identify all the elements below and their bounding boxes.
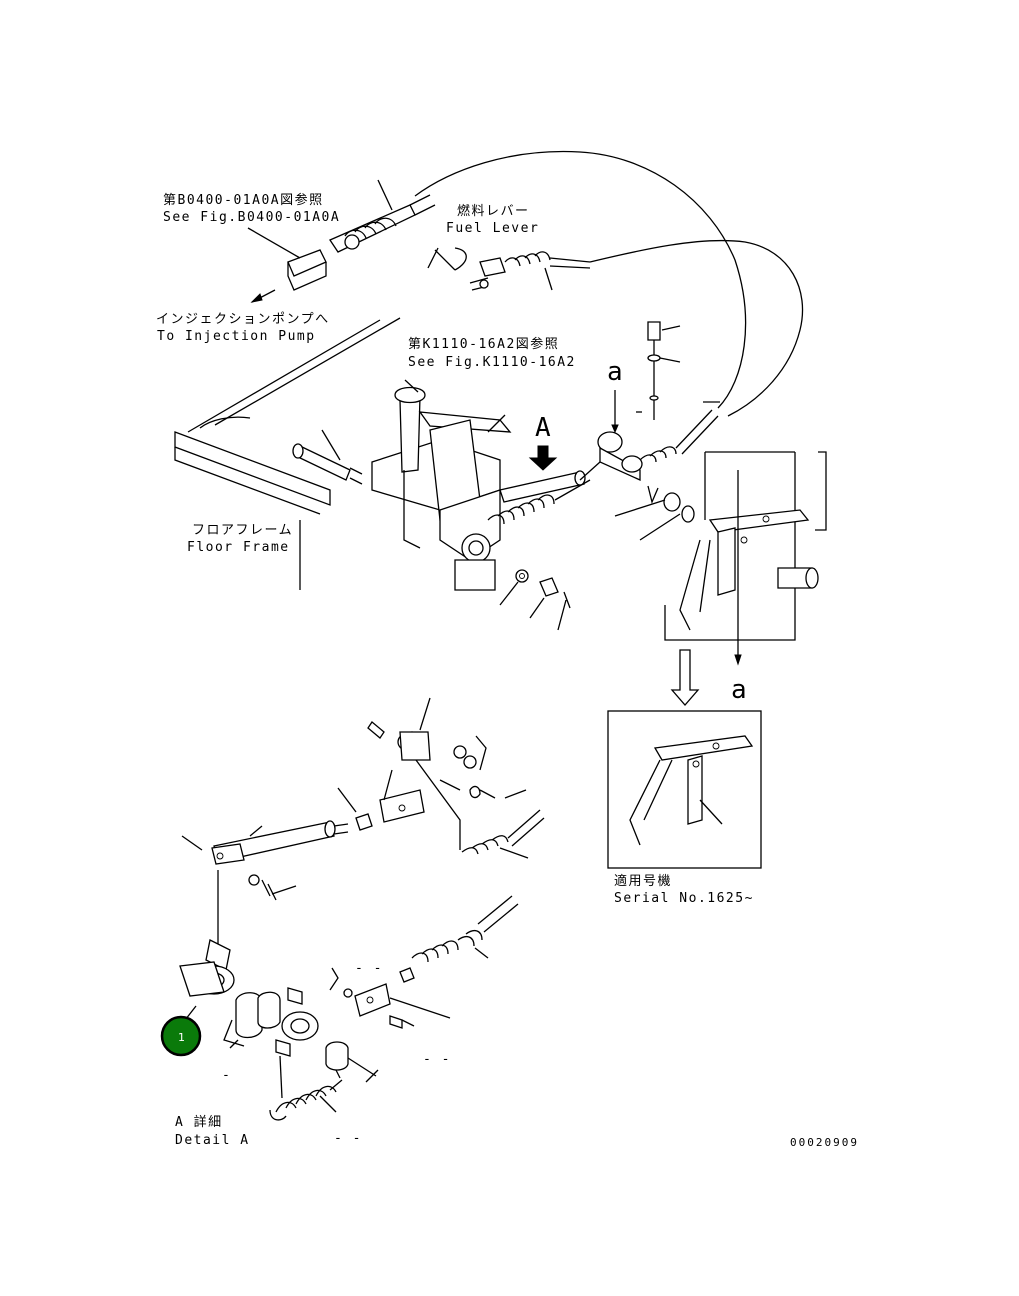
fuel-lever-en: Fuel Lever bbox=[446, 221, 540, 236]
dash-label-4: - - bbox=[334, 1131, 362, 1146]
drawing-number: 00020909 bbox=[790, 1136, 859, 1149]
dash-label-3: - bbox=[222, 1068, 232, 1083]
detail-a-lower bbox=[179, 895, 519, 1121]
fuel-lever-jp: 燃料レバー bbox=[457, 204, 530, 219]
fig-ref-1-en: See Fig.B0400-01A0A bbox=[163, 210, 341, 225]
injection-pump-jp: インジェクションポンプへ bbox=[156, 312, 330, 327]
detail-a-rod bbox=[181, 787, 373, 948]
floor-frame bbox=[174, 317, 401, 590]
serial-en: Serial No.1625~ bbox=[614, 891, 754, 906]
upper-right-hardware bbox=[579, 321, 720, 541]
serial-jp: 適用号機 bbox=[614, 874, 673, 889]
floor-frame-en: Floor Frame bbox=[187, 540, 290, 555]
view-arrow-a bbox=[528, 445, 558, 471]
lever-assembly bbox=[371, 379, 512, 591]
view-marker-a: A bbox=[535, 413, 551, 443]
detail-en: Detail A bbox=[175, 1133, 250, 1148]
cable-loop-inner bbox=[589, 239, 804, 417]
rod-left bbox=[292, 429, 363, 485]
detail-a-upper bbox=[367, 697, 545, 859]
injection-pump-cable bbox=[247, 179, 436, 303]
section-a-top: a bbox=[607, 357, 623, 387]
cable-loop-outer bbox=[414, 150, 747, 409]
fuel-lever-cable bbox=[427, 247, 591, 291]
dash-label-2: - - bbox=[423, 1052, 451, 1067]
rod-right-and-boot bbox=[487, 470, 591, 631]
callout-number: 1 bbox=[178, 1031, 185, 1044]
serial-inset bbox=[607, 710, 762, 869]
bracket-upper bbox=[664, 451, 827, 706]
fig-ref-1-jp: 第B0400-01A0A図参照 bbox=[163, 193, 324, 208]
section-a-bottom: a bbox=[731, 675, 747, 705]
detail-jp: A 詳細 bbox=[175, 1115, 223, 1130]
floor-frame-jp: フロアフレーム bbox=[192, 523, 294, 538]
dash-label-1: - - bbox=[355, 961, 383, 976]
injection-pump-en: To Injection Pump bbox=[157, 329, 316, 344]
callout-badge[interactable]: 1 bbox=[160, 1015, 202, 1057]
fig-ref-2-jp: 第K1110-16A2図参照 bbox=[408, 337, 560, 352]
fig-ref-2-en: See Fig.K1110-16A2 bbox=[408, 355, 576, 370]
